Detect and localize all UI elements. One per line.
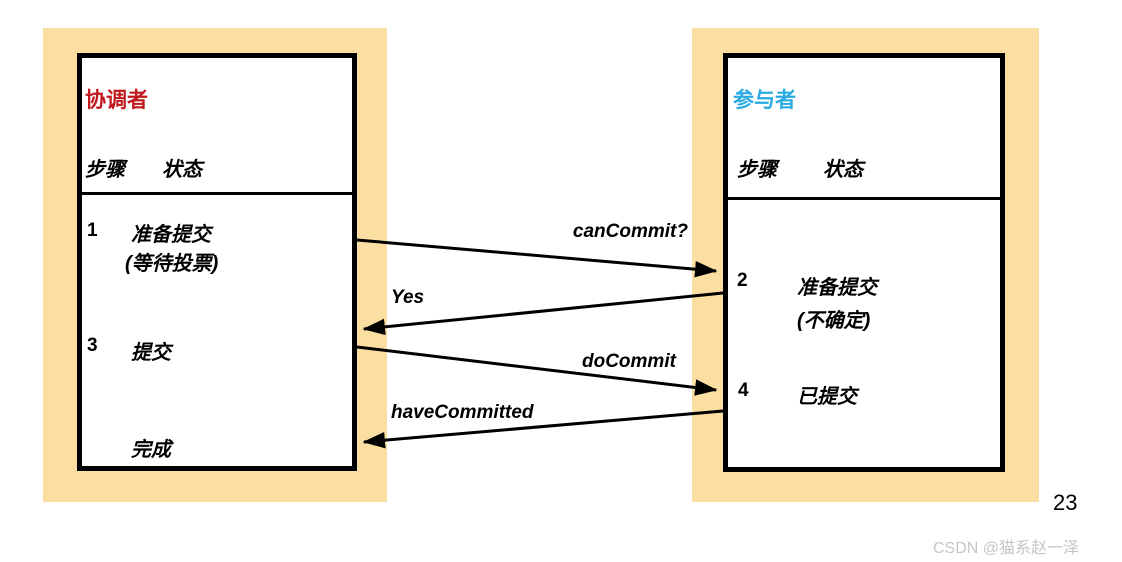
message-label-yes: Yes [391,287,425,308]
coordinator-header-divider [82,192,352,195]
message-label-docommit: doCommit [582,351,676,372]
state-label: 已提交 [797,386,857,408]
message-label-havecommitted: haveCommitted [391,402,534,423]
participant-col-state: 状态 [823,159,863,181]
step-number: 1 [87,220,98,241]
participant-col-step: 步骤 [737,159,777,181]
state-label: 提交 [131,342,171,364]
state-note: (等待投票) [125,253,219,275]
arrow-cancommit [356,238,718,278]
step-number: 4 [738,380,749,401]
participant-box: 参与者 步骤 状态 2 准备提交 (不确定) 4 已提交 [723,53,1005,472]
coordinator-col-step: 步骤 [85,159,125,181]
step-number: 2 [737,270,748,291]
coordinator-box: 协调者 步骤 状态 1 准备提交 (等待投票) 3 提交 完成 [77,53,357,471]
state-label: 准备提交 [797,277,877,299]
coordinator-col-state: 状态 [162,159,202,181]
state-label: 完成 [131,439,171,461]
state-label: 准备提交 [131,224,211,246]
watermark: CSDN @猫系赵一泽 [933,540,1080,557]
participant-header-divider [728,197,1000,200]
state-note: (不确定) [797,310,871,332]
participant-title: 参与者 [733,89,796,112]
coordinator-title: 协调者 [85,89,148,112]
page-number: 23 [1053,490,1078,515]
message-label-cancommit: canCommit? [572,221,688,242]
step-number: 3 [87,335,98,356]
